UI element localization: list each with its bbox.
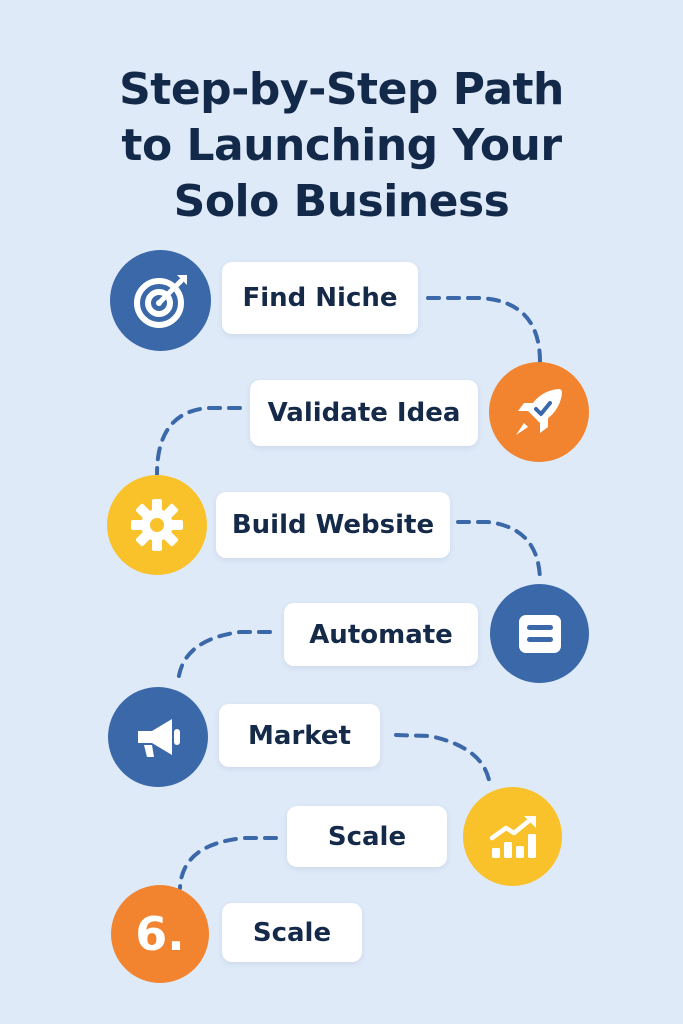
title-line-1: Step-by-Step Path	[119, 64, 564, 115]
step-card-6: Scale	[287, 806, 447, 867]
window-icon	[490, 584, 589, 683]
badge-number: 6.	[135, 907, 185, 961]
step-card-7: Scale	[222, 903, 362, 962]
connector-5-6	[394, 733, 492, 788]
step-label-1: Find Niche	[242, 283, 398, 313]
title-line-2: to Launching Your	[121, 120, 562, 171]
step-label-3: Build Website	[231, 510, 435, 540]
connector-2-3	[155, 406, 242, 476]
title-line-3: Solo Business	[173, 176, 510, 227]
step-card-4: Automate	[284, 603, 478, 666]
step-label-4: Automate	[309, 619, 453, 650]
step-label-6: Scale	[327, 821, 407, 852]
step-card-2: Validate Idea	[250, 380, 478, 446]
rocket-icon	[489, 362, 589, 462]
step-card-5: Market	[219, 704, 380, 767]
connector-1-2	[426, 296, 542, 364]
page-title: Step-by-Step Path to Launching Your Solo…	[0, 62, 683, 230]
step-label-5: Market	[248, 720, 351, 751]
connector-3-4	[456, 520, 542, 584]
number-six-badge: 6.	[111, 885, 209, 983]
megaphone-icon	[108, 687, 208, 787]
connector-6-7	[178, 836, 278, 890]
target-icon	[110, 250, 211, 351]
connector-4-5	[176, 630, 272, 686]
step-label-2: Validate Idea	[267, 398, 461, 428]
step-card-3: Build Website	[216, 492, 450, 558]
gear-icon	[107, 475, 207, 575]
step-label-7: Scale	[252, 917, 332, 948]
step-card-1: Find Niche	[222, 262, 418, 334]
growth-chart-icon	[463, 787, 562, 886]
